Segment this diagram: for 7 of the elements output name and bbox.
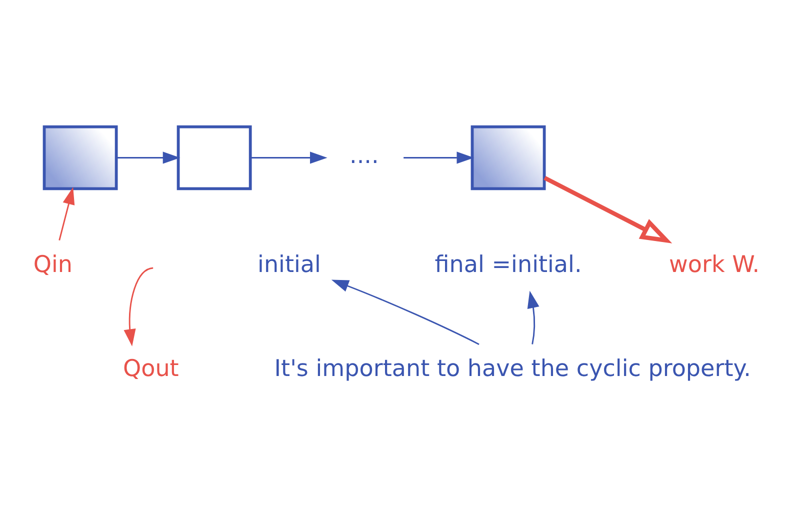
node-text: work W. — [669, 252, 760, 278]
node-text: .... — [350, 143, 379, 170]
node-text: It's important to have the cyclic property. — [274, 356, 751, 382]
node-text: Qout — [122, 356, 179, 382]
node-text: final =initial. — [434, 252, 582, 278]
node-text: initial — [258, 252, 321, 278]
node-text: Qin — [33, 252, 72, 278]
